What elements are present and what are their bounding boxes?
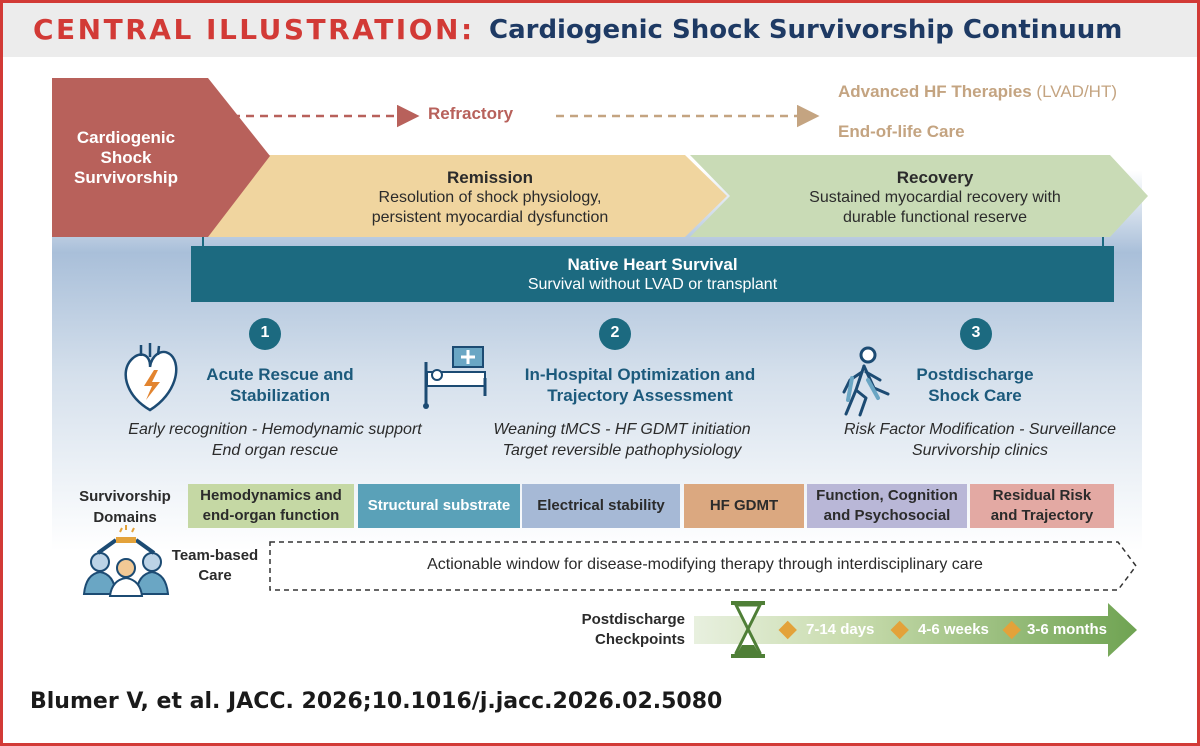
phase-2-title: In-Hospital Optimization and Trajectory … (524, 365, 756, 405)
domain-label: Residual Risk and Trajectory (990, 487, 1094, 524)
phase-3-line1: Risk Factor Modification - Surveillance (843, 421, 1117, 438)
domain-chip: Electrical stability (522, 484, 680, 528)
native-heart-survival-bar (191, 246, 1114, 302)
actionable-window-box (269, 541, 1137, 591)
native-heart-subtitle: Survival without LVAD or transplant (527, 276, 778, 293)
page-title: Cardiogenic Shock Survivorship Continuum (489, 15, 1123, 45)
checkpoint-diamond (890, 620, 909, 640)
hospital-bed-icon (423, 346, 487, 409)
team-based-care-label: Team-based Care (171, 547, 259, 584)
title-bar: CENTRAL ILLUSTRATION: Cardiogenic Shock … (3, 3, 1197, 57)
recovery-block: Recovery Sustained myocardial recovery w… (775, 168, 1095, 228)
phase-1-line2: End organ rescue (211, 442, 339, 459)
checkpoint-label: 4-6 weeks (918, 621, 989, 638)
phase-1-title: Acute Rescue and Stabilization (206, 365, 354, 405)
hourglass-icon (731, 601, 765, 658)
survivorship-domains-label: Survivorship Domains (79, 488, 171, 526)
recovery-title: Recovery (896, 168, 974, 187)
domain-label: Electrical stability (537, 497, 665, 514)
domain-chip: Hemodynamics and end-organ function (188, 484, 354, 528)
domain-label: HF GDMT (709, 497, 779, 514)
advanced-hf-therapies-label: Advanced HF Therapies (LVAD/HT) (838, 82, 1117, 102)
remission-block: Remission Resolution of shock physiology… (330, 168, 650, 228)
checkpoint-label: 7-14 days (806, 621, 875, 638)
remission-arrow (190, 155, 727, 237)
phase-2-number: 2 (610, 324, 620, 341)
domain-chip: Structural substrate (358, 484, 520, 528)
citation: Blumer V, et al. JACC. 2026;10.1016/j.ja… (30, 689, 723, 714)
phase-3-title: Postdischarge Shock Care (916, 365, 1034, 405)
phase-2-description: Weaning tMCS - HF GDMT initiation Target… (452, 419, 792, 461)
remission-description: Resolution of shock physiology, persiste… (371, 189, 609, 226)
domain-label: Structural substrate (367, 497, 511, 514)
team-people-icon (82, 525, 170, 597)
checkpoint-diamond (1002, 620, 1021, 640)
domain-chip: HF GDMT (684, 484, 804, 528)
phase-1-number: 1 (260, 324, 270, 341)
phase-3-line2: Survivorship clinics (911, 442, 1049, 459)
phase-2-line1: Weaning tMCS - HF GDMT initiation (493, 421, 751, 438)
phase-1-description: Early recognition - Hemodynamic support … (95, 419, 455, 461)
domain-chip: Residual Risk and Trajectory (970, 484, 1114, 528)
domain-chip: Function, Cognition and Psychosocial (807, 484, 967, 528)
heart-lightning-icon (124, 343, 178, 412)
phase-2-line2: Target reversible pathophysiology (502, 442, 742, 459)
actionable-window-text: Actionable window for disease-modifying … (427, 556, 983, 573)
refractory-label: Refractory (428, 104, 514, 123)
postdischarge-checkpoints-label: Postdischarge Checkpoints (581, 611, 685, 648)
native-heart-title: Native Heart Survival (567, 255, 738, 274)
phase-1-line1: Early recognition - Hemodynamic support (128, 421, 422, 438)
checkpoint-arrow (694, 603, 1137, 657)
advanced-hf-paren: (LVAD/HT) (1036, 82, 1117, 101)
central-illustration-label: CENTRAL ILLUSTRATION: (33, 13, 475, 46)
walking-person-icon (842, 346, 890, 417)
native-heart-survival: Native Heart Survival Survival without L… (191, 255, 1114, 295)
cardiogenic-shock-label: Cardiogenic Shock Survivorship (74, 128, 178, 187)
phase-2-circle (599, 318, 631, 350)
phase-3-number: 3 (971, 324, 981, 341)
remission-title: Remission (447, 168, 533, 187)
checkpoint-diamond (778, 620, 797, 640)
advanced-hf-main: Advanced HF Therapies (838, 82, 1032, 101)
phase-1-circle (249, 318, 281, 350)
cardiogenic-shock-block (52, 78, 270, 237)
phase-3-circle (960, 318, 992, 350)
domain-label: Hemodynamics and end-organ function (200, 487, 342, 524)
phase-3-description: Risk Factor Modification - Surveillance … (810, 419, 1150, 461)
domain-label: Function, Cognition and Psychosocial (816, 487, 958, 524)
end-of-life-label: End-of-life Care (838, 122, 965, 141)
checkpoint-label: 3-6 months (1027, 621, 1108, 638)
recovery-description: Sustained myocardial recovery with durab… (809, 189, 1061, 226)
recovery-arrow (690, 155, 1148, 237)
